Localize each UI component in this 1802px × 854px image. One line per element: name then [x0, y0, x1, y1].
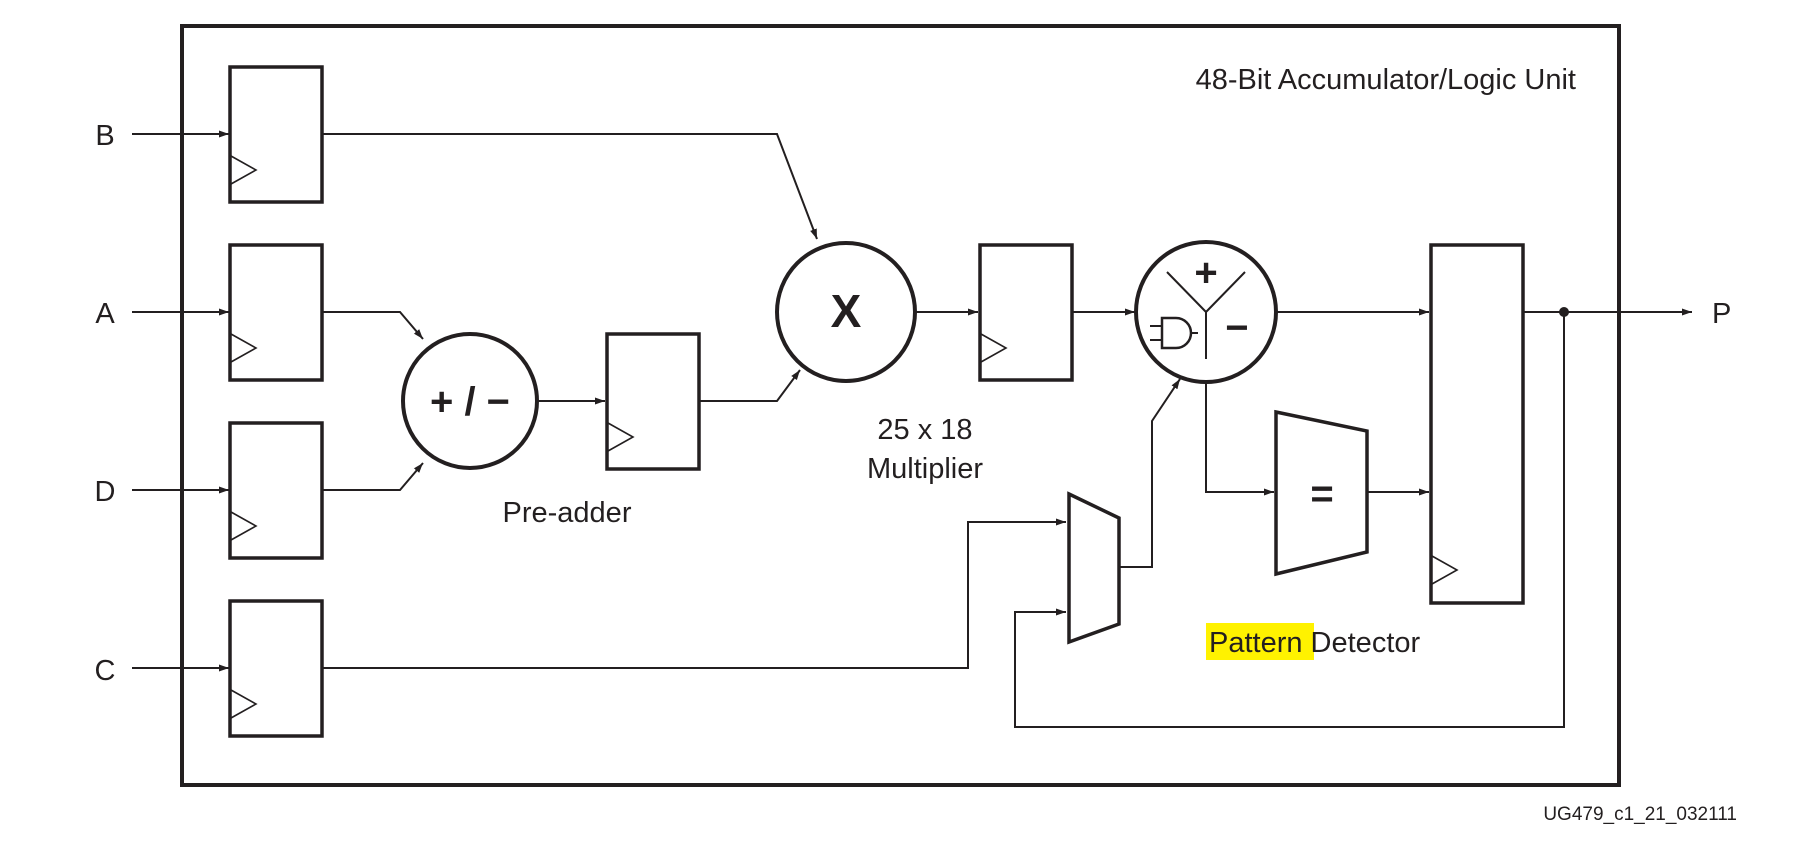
clock-icon	[607, 422, 635, 452]
detector-word: Detector	[1303, 627, 1421, 659]
register-output	[1429, 243, 1525, 605]
clock-icon	[1431, 555, 1459, 585]
register-preadder	[605, 332, 701, 471]
register-a	[228, 243, 324, 382]
pre-adder-label: Pre-adder	[503, 497, 632, 529]
wire-c-to-mux	[322, 518, 1066, 669]
wire-mux-to-alu	[1119, 378, 1181, 568]
pre-adder: + / −	[401, 332, 539, 470]
pre-adder-symbol: + / −	[430, 380, 510, 424]
multiplier-size-label: 25 x 18	[877, 414, 972, 446]
pattern-detector-label: Pattern Detector	[1209, 627, 1420, 659]
wire-a-to-preadder	[322, 311, 424, 340]
wire-feedback-to-mux	[1014, 312, 1565, 728]
equals-symbol: =	[1310, 472, 1333, 516]
output-p-label: P	[1712, 298, 1731, 330]
register-c	[228, 599, 324, 738]
alu-plus-symbol: +	[1194, 251, 1217, 295]
pattern-highlight	[1206, 623, 1314, 660]
multiplier-label: Multiplier	[867, 453, 983, 485]
clock-icon	[230, 155, 258, 185]
input-d-label: D	[95, 476, 116, 508]
pattern-comparator: =	[1274, 409, 1369, 577]
alu: + −	[1134, 240, 1278, 384]
figure-id: UG479_c1_21_032111	[1543, 804, 1737, 825]
multiplexer	[1067, 491, 1121, 645]
wire-alu-to-comparator	[1205, 382, 1274, 496]
multiplier-symbol: X	[831, 285, 862, 337]
input-b-label: B	[95, 120, 114, 152]
register-d	[228, 421, 324, 560]
clock-icon	[230, 689, 258, 719]
clock-icon	[230, 333, 258, 363]
unit-title: 48-Bit Accumulator/Logic Unit	[1196, 64, 1576, 96]
register-multiplier	[978, 243, 1074, 382]
wire-b-to-multiplier	[322, 133, 818, 240]
pattern-word: Pattern	[1209, 627, 1303, 659]
wire-register-to-multiplier	[699, 369, 801, 402]
clock-icon	[230, 511, 258, 541]
multiplier: X	[775, 241, 917, 383]
alu-minus-symbol: −	[1225, 306, 1248, 350]
accumulator-logic-unit-frame	[180, 24, 1621, 787]
register-b	[228, 65, 324, 204]
wire-d-to-preadder	[322, 462, 424, 491]
input-a-label: A	[95, 298, 115, 330]
clock-icon	[980, 333, 1008, 363]
and-gate-icon	[1150, 316, 1198, 350]
input-c-label: C	[95, 655, 116, 687]
